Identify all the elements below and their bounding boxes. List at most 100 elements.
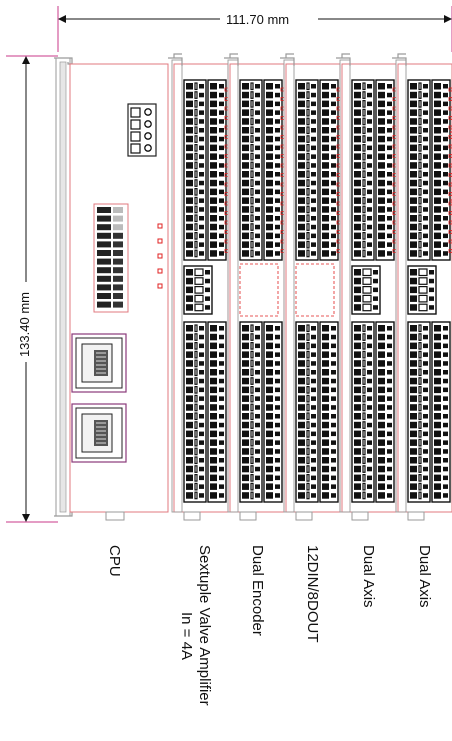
terminal-clamp (410, 360, 417, 367)
terminal-slot (362, 403, 366, 412)
terminal-clamp (266, 135, 273, 143)
terminal-clamp (410, 439, 417, 446)
terminal-clamp (186, 465, 193, 473)
terminal-pin (423, 334, 428, 340)
terminal-clamp (354, 492, 361, 499)
terminal-clamp (298, 369, 305, 376)
terminal-pin (255, 101, 260, 107)
terminal-clamp (210, 474, 217, 482)
terminal-clamp (186, 277, 193, 285)
terminal-pin (423, 216, 428, 221)
terminal-clamp (322, 100, 329, 108)
terminal-slot (250, 205, 254, 214)
terminal-clamp (378, 250, 385, 257)
terminal-slot (306, 99, 310, 108)
terminal-clamp (354, 457, 361, 464)
terminal-slot (250, 421, 254, 429)
terminal-clamp (434, 232, 441, 240)
terminal-slot (306, 161, 310, 170)
terminal-pin (387, 136, 392, 142)
terminal-pin (311, 396, 316, 401)
terminal-slot (306, 108, 310, 117)
terminal-slot (418, 205, 422, 214)
terminal-clamp (354, 351, 361, 358)
terminal-clamp (242, 206, 249, 213)
terminal-pin (443, 449, 448, 454)
terminal-clamp (322, 457, 329, 464)
terminal-clamp (298, 413, 305, 420)
terminal-pin (275, 405, 280, 410)
terminal-pin (255, 172, 260, 177)
terminal-clamp (378, 448, 385, 455)
terminal-clamp (298, 377, 305, 385)
terminal-pin (423, 484, 428, 489)
terminal-pin (367, 101, 372, 107)
terminal-pin (275, 180, 280, 186)
terminal-clamp (410, 223, 417, 231)
terminal-clamp (410, 232, 417, 240)
terminal-pin (219, 128, 224, 133)
terminal-slot (306, 179, 310, 187)
terminal-pin (199, 431, 204, 437)
terminal-slot (194, 240, 198, 249)
terminal-slot (362, 294, 372, 303)
terminal-clamp (186, 100, 193, 108)
terminal-pin (367, 361, 372, 366)
terminal-clamp (242, 127, 249, 134)
terminal-pin (423, 128, 428, 133)
terminal-pin (255, 405, 260, 410)
terminal-clamp (378, 369, 385, 376)
terminal-clamp (186, 215, 193, 222)
indicator-led (448, 182, 452, 187)
terminal-clamp (354, 179, 361, 187)
terminal-clamp (186, 333, 193, 341)
terminal-pin (367, 242, 372, 247)
terminal-slot (250, 117, 254, 126)
terminal-pin (423, 493, 428, 498)
terminal-pin (423, 154, 428, 159)
terminal-pin (387, 251, 392, 256)
terminal-clamp (242, 250, 249, 257)
terminal-pin (331, 458, 336, 463)
terminal-slot (194, 403, 198, 412)
terminal-pin (219, 405, 224, 410)
terminal-pin (387, 475, 392, 481)
terminal-clamp (322, 153, 329, 160)
terminal-slot (306, 126, 310, 135)
status-led (157, 238, 163, 244)
terminal-pin (387, 198, 392, 203)
terminal-pin (443, 110, 448, 115)
terminal-slot (418, 368, 422, 377)
terminal-pin (443, 84, 448, 89)
terminal-pin (275, 136, 280, 142)
indicator-led (448, 201, 452, 206)
terminal-clamp (322, 474, 329, 482)
terminal-clamp (266, 162, 273, 169)
terminal-slot (362, 277, 372, 285)
terminal-slot (194, 394, 198, 403)
terminal-pin (275, 378, 280, 384)
terminal-pin (423, 224, 428, 230)
terminal-pin (311, 101, 316, 107)
terminal-clamp (210, 430, 217, 438)
width-arrow-left (58, 15, 66, 23)
terminal-clamp (410, 206, 417, 213)
terminal-pin (331, 128, 336, 133)
terminal-slot (194, 188, 198, 196)
terminal-pin (255, 110, 260, 115)
terminal-slot (250, 179, 254, 187)
terminal-pin (443, 251, 448, 256)
terminal-clamp (266, 215, 273, 222)
terminal-clamp (378, 206, 385, 213)
terminal-pin (423, 242, 428, 247)
terminal-slot (250, 324, 254, 333)
power-connector-pin (130, 143, 141, 154)
terminal-pin (443, 172, 448, 177)
terminal-pin (331, 334, 336, 340)
indicator-led (448, 97, 452, 101)
middle-connector (351, 265, 381, 315)
terminal-pin (199, 334, 204, 340)
terminal-slot (306, 232, 310, 240)
terminal-clamp (298, 333, 305, 341)
terminal-clamp (210, 413, 217, 420)
